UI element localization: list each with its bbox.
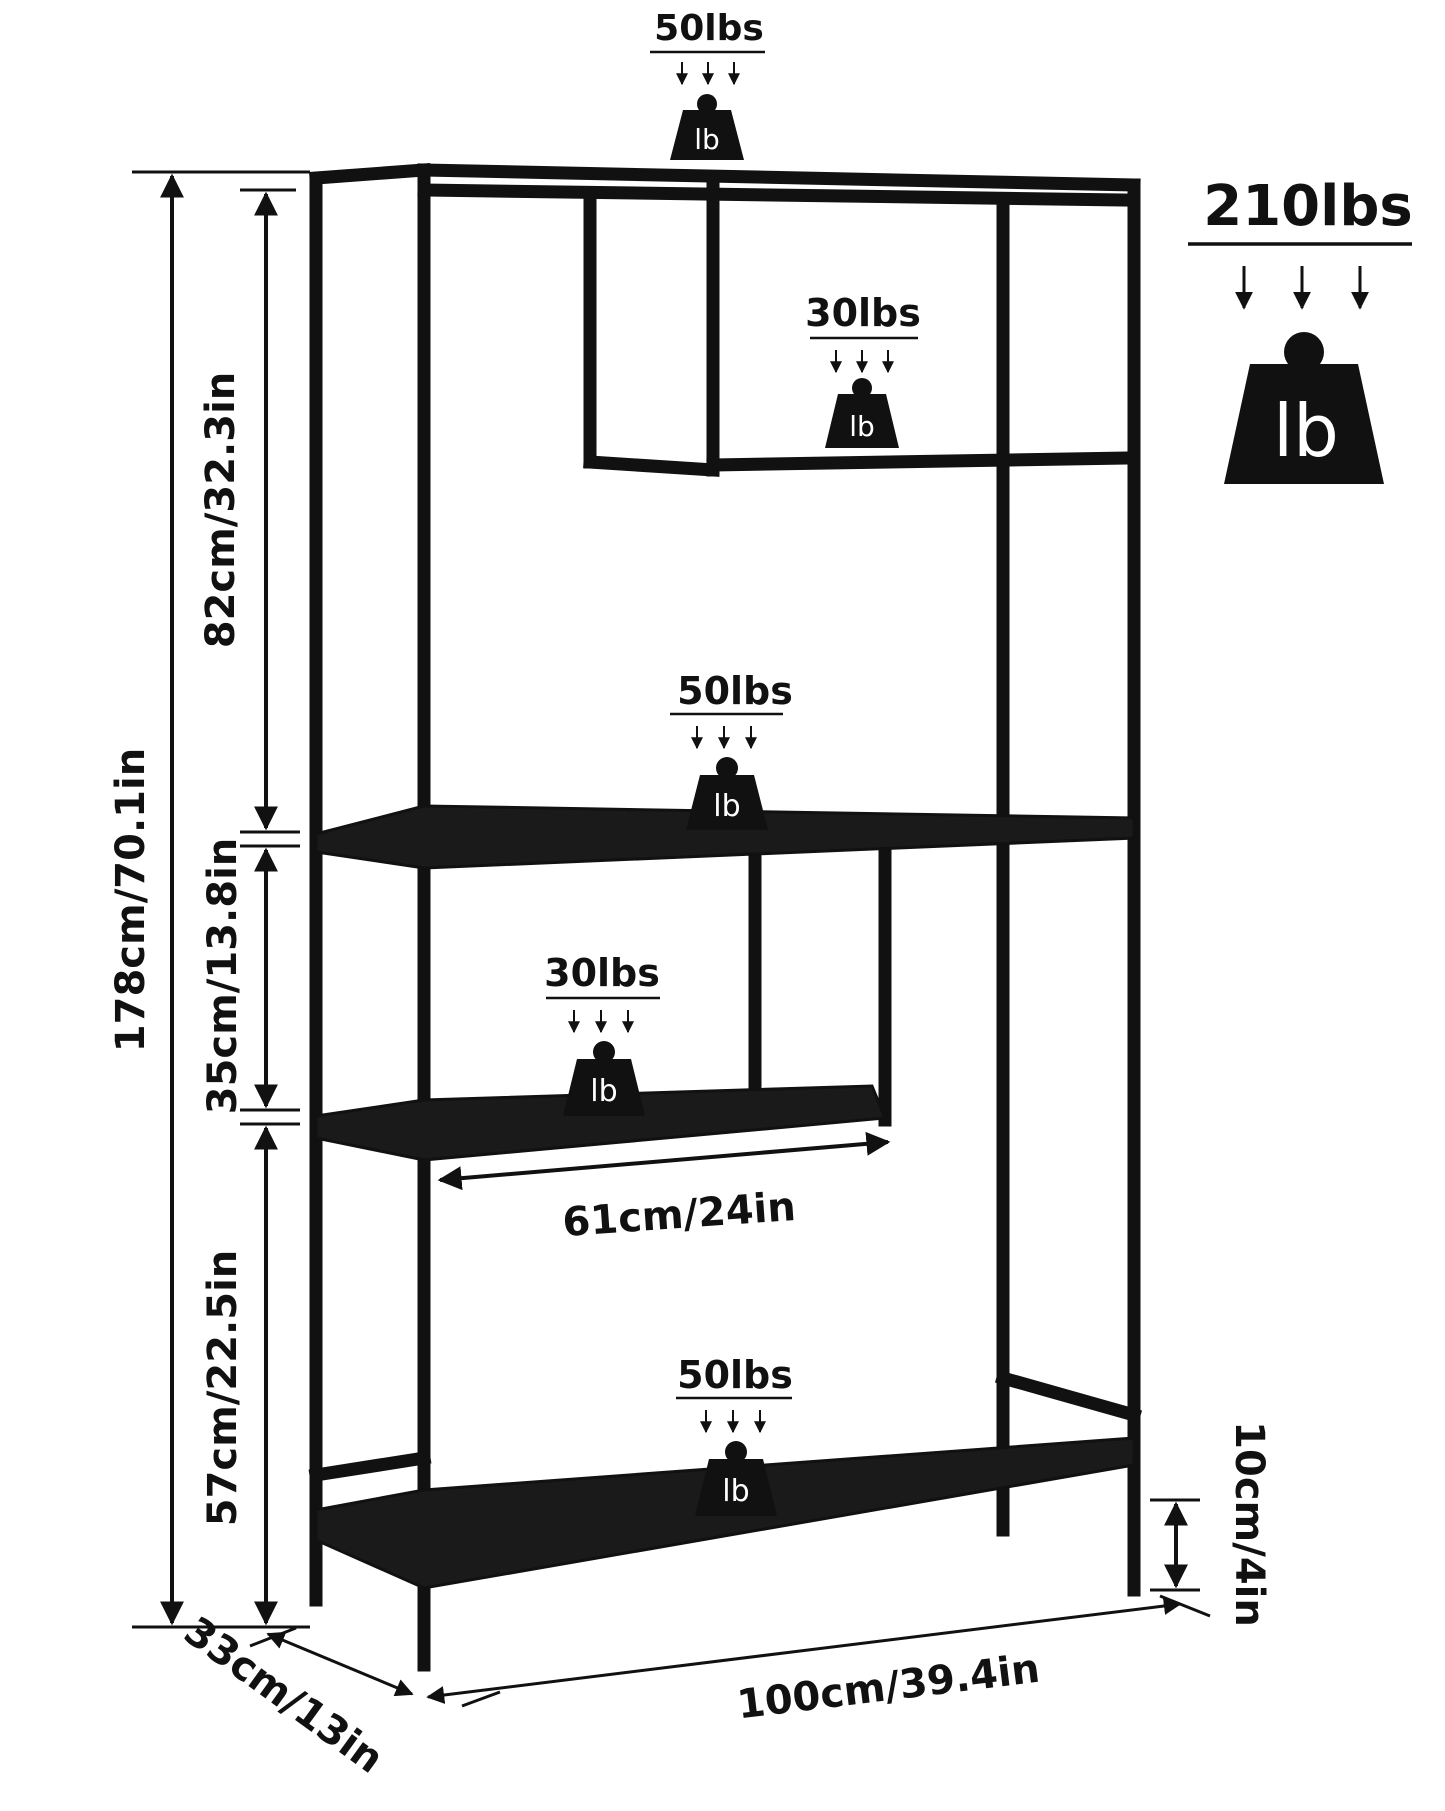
right-side-brace [994, 1369, 1143, 1424]
dimension-lines [132, 170, 1211, 1708]
upper-section-label: 82cm/32.3in [198, 372, 244, 649]
width-arrow [426, 1597, 1182, 1704]
top-left-rail [309, 163, 431, 185]
width-label: 100cm/39.4in [735, 1646, 1043, 1729]
upper-cubby-weight-label: 30lbs [805, 291, 921, 335]
middle-shelf-board [314, 804, 1136, 870]
lower-cubby-load: 30lbs lb [544, 951, 660, 1116]
top-back-rail [417, 183, 1132, 207]
svg-text:lb: lb [590, 1074, 617, 1109]
lower-cubby-weight-label: 30lbs [544, 951, 660, 995]
lower-section-label: 57cm/22.5in [200, 1250, 246, 1527]
weight-icon: lb [825, 378, 899, 448]
weight-icon: lb [686, 757, 768, 830]
top-front-rail [417, 163, 1141, 192]
down-arrow-icon [568, 1010, 634, 1034]
down-arrow-icon [700, 1410, 766, 1434]
clearance-label: 10cm/4in [1226, 1421, 1272, 1627]
bottom-shelf-weight-label: 50lbs [677, 1353, 793, 1397]
total-height-label: 178cm/70.1in [108, 748, 154, 1052]
svg-text:lb: lb [849, 410, 875, 443]
down-arrow-icon [1235, 266, 1369, 310]
svg-text:lb: lb [713, 789, 740, 824]
top-shelf-weight-label: 50lbs [654, 8, 764, 49]
upper-cubby-load: 30lbs lb [805, 291, 921, 448]
left-side-brace [308, 1450, 432, 1483]
cubby-width-arrow [437, 1131, 891, 1191]
depth-arrow [266, 1631, 414, 1697]
bookshelf-frame [308, 163, 1143, 1672]
svg-text:lb: lb [722, 1474, 749, 1509]
weight-icon: lb [563, 1041, 645, 1116]
down-arrow-icon [830, 350, 894, 374]
width-right-tick [1159, 1594, 1211, 1618]
total-load: 210lbs lb [1188, 174, 1413, 484]
depth-left-tick [249, 1626, 297, 1648]
weight-icon: lb [670, 94, 744, 160]
svg-text:lb: lb [1273, 389, 1339, 473]
bottom-shelf-load: 50lbs lb [676, 1353, 793, 1516]
down-arrow-icon [676, 62, 740, 86]
down-arrow-icon [691, 726, 757, 750]
middle-shelf-load: 50lbs lb [670, 669, 793, 830]
middle-shelf-weight-label: 50lbs [677, 669, 793, 713]
svg-text:lb: lb [694, 123, 720, 156]
cubby-width-label: 61cm/24in [561, 1184, 797, 1246]
upper-cubby-bottom [706, 451, 1135, 472]
top-shelf-load: 50lbs lb [650, 8, 765, 160]
total-weight-label: 210lbs [1203, 174, 1413, 239]
weight-icon: lb [695, 1441, 777, 1516]
middle-section-label: 35cm/13.8in [200, 838, 246, 1115]
width-left-tick [461, 1690, 501, 1708]
weight-icon: lb [1224, 332, 1384, 484]
upper-cubby-bottom-left [583, 455, 720, 477]
